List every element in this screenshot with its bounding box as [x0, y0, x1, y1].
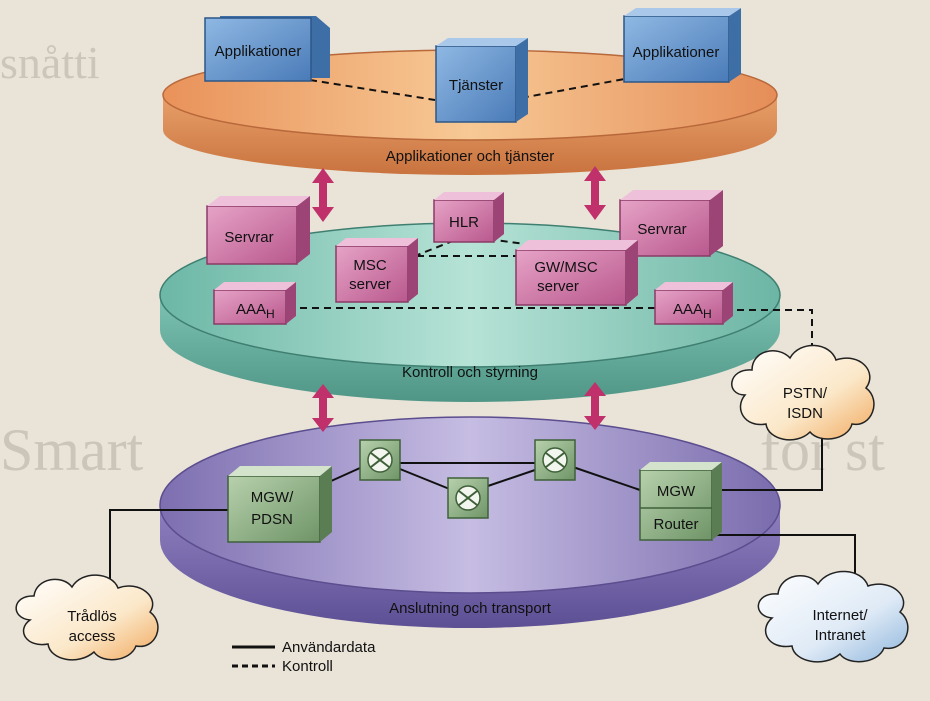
servers-right-label: Servrar — [637, 221, 686, 238]
top-connections — [309, 77, 631, 101]
pstn-line1: PSTN/ — [783, 385, 828, 402]
arrow-mid-bot-right — [584, 382, 606, 430]
mgw-pdsn-box: MGW/ PDSN — [227, 466, 332, 543]
layer-label-transport: Anslutning och transport — [389, 600, 552, 617]
internet-line1: Internet/ — [812, 607, 868, 624]
crossing-arrows-icon — [545, 452, 565, 468]
app-box-right: Applikationer — [623, 8, 741, 83]
legend-control-label: Kontroll — [282, 658, 333, 675]
aaa-left-sub: H — [266, 307, 275, 321]
crossing-arrows-icon — [370, 452, 390, 468]
background-text-fragment-2: Smart — [0, 417, 144, 483]
switch-3 — [447, 477, 489, 519]
mgw-label: MGW — [657, 483, 696, 500]
arrow-top-mid-right — [584, 166, 606, 220]
mgw-pdsn-line1: MGW/ — [251, 489, 294, 506]
pstn-line2: ISDN — [787, 405, 823, 422]
gw-msc-server-box: GW/MSC server — [515, 240, 638, 306]
switch-2 — [534, 439, 576, 481]
hlr-label: HLR — [449, 214, 479, 231]
aaa-left-main: AAA — [236, 301, 266, 318]
aaa-right-main: AAA — [673, 301, 703, 318]
msc-server-box: MSC server — [335, 238, 418, 303]
layer-arrows — [312, 166, 606, 432]
servers-left-label: Servrar — [224, 229, 273, 246]
mgw-router-box: MGW Router — [639, 462, 722, 541]
app-right-label: Applikationer — [633, 44, 720, 61]
arrow-mid-bot-left — [312, 384, 334, 432]
legend: Användardata Kontroll — [232, 639, 376, 675]
switch-1 — [359, 439, 401, 481]
msc-server-line2: server — [349, 276, 391, 293]
internet-line2: Intranet — [815, 627, 867, 644]
layer-label-applications: Applikationer och tjänster — [386, 148, 554, 165]
wireless-line2: access — [69, 628, 116, 645]
pstn-isdn-cloud: PSTN/ ISDN — [731, 344, 875, 441]
legend-user-data-label: Användardata — [282, 639, 376, 656]
hlr-box: HLR — [433, 192, 504, 243]
mgw-pdsn-line2: PDSN — [251, 511, 293, 528]
background-text-fragment-1: snåtti — [0, 37, 100, 88]
layer-label-control: Kontroll och styrning — [402, 364, 538, 381]
msc-server-line1: MSC — [353, 257, 387, 274]
aaa-right-label: AAAH — [673, 301, 712, 321]
crossing-arrows-icon — [458, 490, 478, 506]
gw-msc-line1: GW/MSC — [534, 259, 597, 276]
app-box-left: Applikationer — [204, 16, 330, 82]
server-box-left: Servrar — [206, 196, 310, 265]
app-left-label: Applikationer — [215, 43, 302, 60]
aaa-left-label: AAAH — [236, 301, 275, 321]
router-label: Router — [653, 516, 698, 533]
aaa-right-sub: H — [703, 307, 712, 321]
aaa-box-right: AAAH — [654, 282, 733, 325]
services-label: Tjänster — [449, 77, 503, 94]
wireless-access-cloud: Trådlös access — [15, 574, 159, 661]
gw-msc-line2: server — [537, 278, 579, 295]
arrow-top-mid-left — [312, 168, 334, 222]
aaa-box-left: AAAH — [213, 282, 296, 325]
internet-intranet-cloud: Internet/ Intranet — [757, 570, 909, 663]
wireless-line1: Trådlös — [67, 608, 116, 625]
services-box: Tjänster — [435, 38, 528, 123]
